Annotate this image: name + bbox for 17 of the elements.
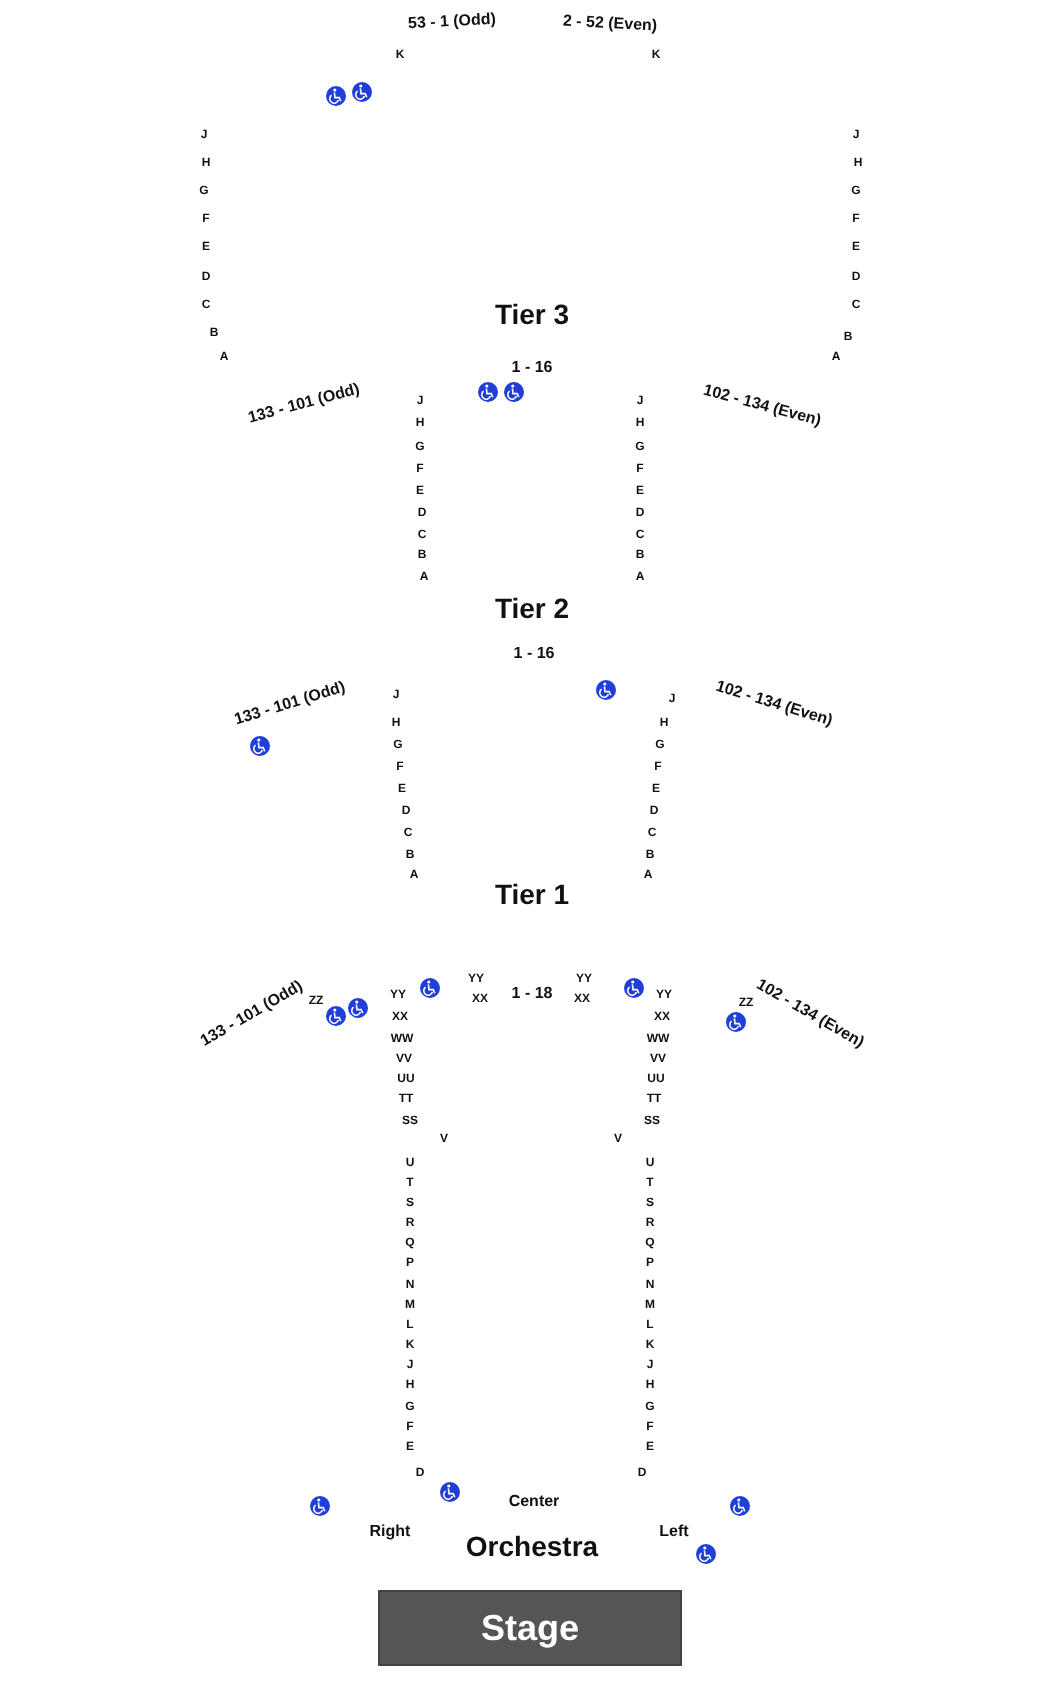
- seat-range-label: 102 - 134 (Even): [713, 678, 835, 730]
- seat-range-label: 53 - 1 (Odd): [407, 11, 497, 33]
- seat-range-label: 1 - 16: [511, 360, 553, 376]
- seat-range-label: 1 - 18: [511, 986, 553, 1002]
- seat-range-label: 102 - 134 (Even): [701, 382, 823, 430]
- section-title: Tier 3: [494, 300, 570, 328]
- seat-range-label: 2 - 52 (Even): [562, 13, 658, 35]
- section-title: Tier 2: [494, 594, 570, 622]
- section-title: Tier 1: [494, 880, 570, 908]
- seat-range-label: Right: [369, 1524, 411, 1540]
- section-title: Orchestra: [465, 1532, 599, 1560]
- seat-range-label: 1 - 16: [513, 646, 555, 662]
- seat-range-label: 133 - 101 (Odd): [232, 679, 348, 729]
- seat-range-label: 133 - 101 (Odd): [246, 381, 362, 427]
- seat-range-label: Center: [508, 1494, 560, 1510]
- seat-range-label: Left: [659, 1524, 689, 1540]
- stage-block: Stage: [378, 1590, 682, 1666]
